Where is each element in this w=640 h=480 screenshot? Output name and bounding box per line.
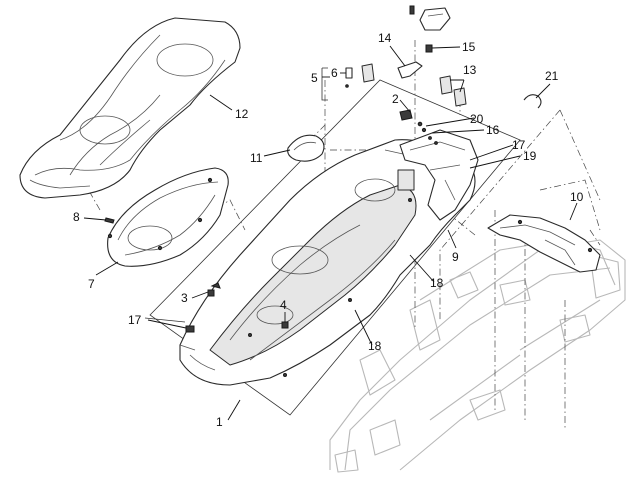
side-bracket bbox=[487, 214, 601, 273]
helmet-compartment bbox=[179, 139, 476, 386]
callout-10: 10 bbox=[570, 190, 584, 204]
callout-3: 3 bbox=[181, 291, 188, 305]
callout-18a: 18 bbox=[430, 276, 444, 290]
small-screws bbox=[185, 282, 289, 333]
axis-line bbox=[589, 229, 601, 246]
callout-5: 5 bbox=[311, 71, 318, 85]
callout-1: 1 bbox=[216, 415, 223, 429]
rear-bracket bbox=[397, 129, 479, 221]
leader-lines bbox=[83, 45, 578, 421]
callout-19: 19 bbox=[523, 149, 537, 163]
screw-8 bbox=[104, 217, 115, 224]
callout-7: 7 bbox=[88, 277, 95, 291]
fasteners-16-20 bbox=[417, 121, 438, 145]
group-box-17 bbox=[144, 317, 186, 323]
callout-12: 12 bbox=[235, 107, 249, 121]
group-box-5 bbox=[321, 67, 328, 101]
axis-line bbox=[539, 179, 601, 231]
callout-17a: 17 bbox=[512, 138, 526, 152]
callout-16: 16 bbox=[486, 123, 500, 137]
axis-line bbox=[559, 109, 601, 201]
callout-15: 15 bbox=[462, 40, 476, 54]
axis-line bbox=[204, 199, 246, 231]
callout-13: 13 bbox=[463, 63, 477, 77]
callout-11: 11 bbox=[250, 151, 263, 165]
callout-8: 8 bbox=[73, 210, 80, 224]
round-cover bbox=[287, 134, 325, 162]
scooter-frame bbox=[329, 239, 626, 473]
axis-line bbox=[439, 109, 561, 320]
bracket-14 bbox=[397, 61, 423, 79]
clip-2 bbox=[399, 109, 413, 121]
screw-15 bbox=[425, 44, 433, 53]
seat-upper-panel bbox=[19, 17, 241, 199]
callout-9: 9 bbox=[452, 250, 459, 264]
tray-panel bbox=[107, 167, 229, 267]
clip-set-5-6 bbox=[345, 63, 375, 88]
pads-13 bbox=[439, 75, 467, 107]
callout-14: 14 bbox=[378, 31, 392, 45]
callout-18b: 18 bbox=[368, 339, 382, 353]
ring-21 bbox=[523, 94, 542, 109]
callout-21: 21 bbox=[545, 69, 559, 83]
callout-6: 6 bbox=[331, 66, 338, 80]
top-clip bbox=[409, 5, 451, 31]
callout-4: 4 bbox=[280, 298, 287, 312]
callout-20: 20 bbox=[470, 112, 484, 126]
callout-17b: 17 bbox=[128, 313, 142, 327]
callout-2: 2 bbox=[392, 92, 399, 106]
